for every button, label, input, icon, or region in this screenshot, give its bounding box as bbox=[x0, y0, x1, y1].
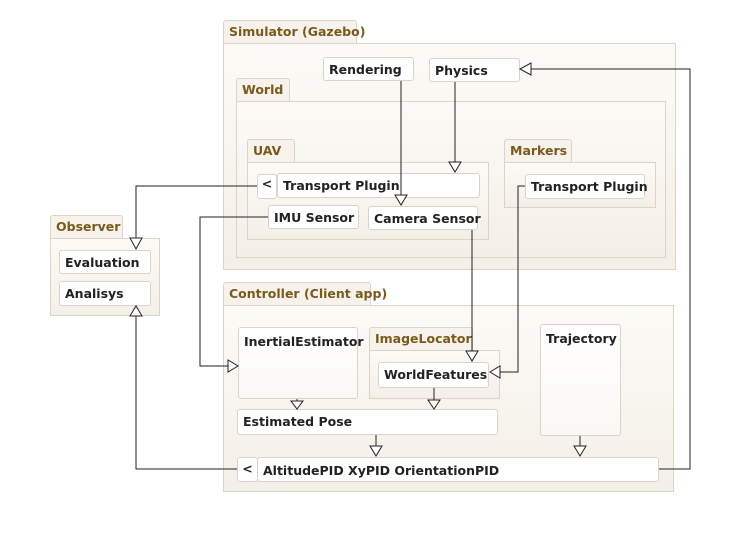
pid-to-analysis-line bbox=[135, 316, 237, 470]
evaluation-class: Evaluation bbox=[59, 250, 151, 274]
world-package-tab: World bbox=[236, 78, 290, 102]
simulator-package-tab: Simulator (Gazebo) bbox=[223, 20, 365, 44]
controller-package-tab: Controller (Client app) bbox=[223, 282, 387, 306]
estimated-pose-class: Estimated Pose bbox=[237, 409, 498, 435]
transport-plugin-markers-class: Transport Plugin bbox=[525, 174, 648, 199]
physics-class: Physics bbox=[429, 58, 520, 82]
world-features-class: WorldFeatures bbox=[378, 362, 489, 388]
uav-transport-lead: < bbox=[257, 174, 277, 199]
imu-sensor-class: IMU Sensor bbox=[268, 205, 359, 229]
rendering-class: Rendering bbox=[323, 57, 414, 81]
trajectory-class: Trajectory bbox=[540, 324, 621, 436]
inertial-estimator-class: InertialEstimator bbox=[238, 327, 364, 399]
camera-sensor-class: Camera Sensor bbox=[368, 206, 481, 230]
markers-package-tab: Markers bbox=[504, 139, 572, 163]
analysis-class: Analisys bbox=[59, 281, 151, 306]
uav-package-tab: UAV bbox=[247, 139, 295, 163]
observer-package-tab: Observer bbox=[50, 215, 123, 239]
image-locator-package-tab: ImageLocator bbox=[369, 327, 473, 351]
pid-controllers-class: AltitudePID XyPID OrientationPID bbox=[257, 457, 659, 482]
pid-lead: < bbox=[237, 457, 258, 482]
transport-plugin-uav-class: Transport Plugin bbox=[277, 173, 480, 198]
